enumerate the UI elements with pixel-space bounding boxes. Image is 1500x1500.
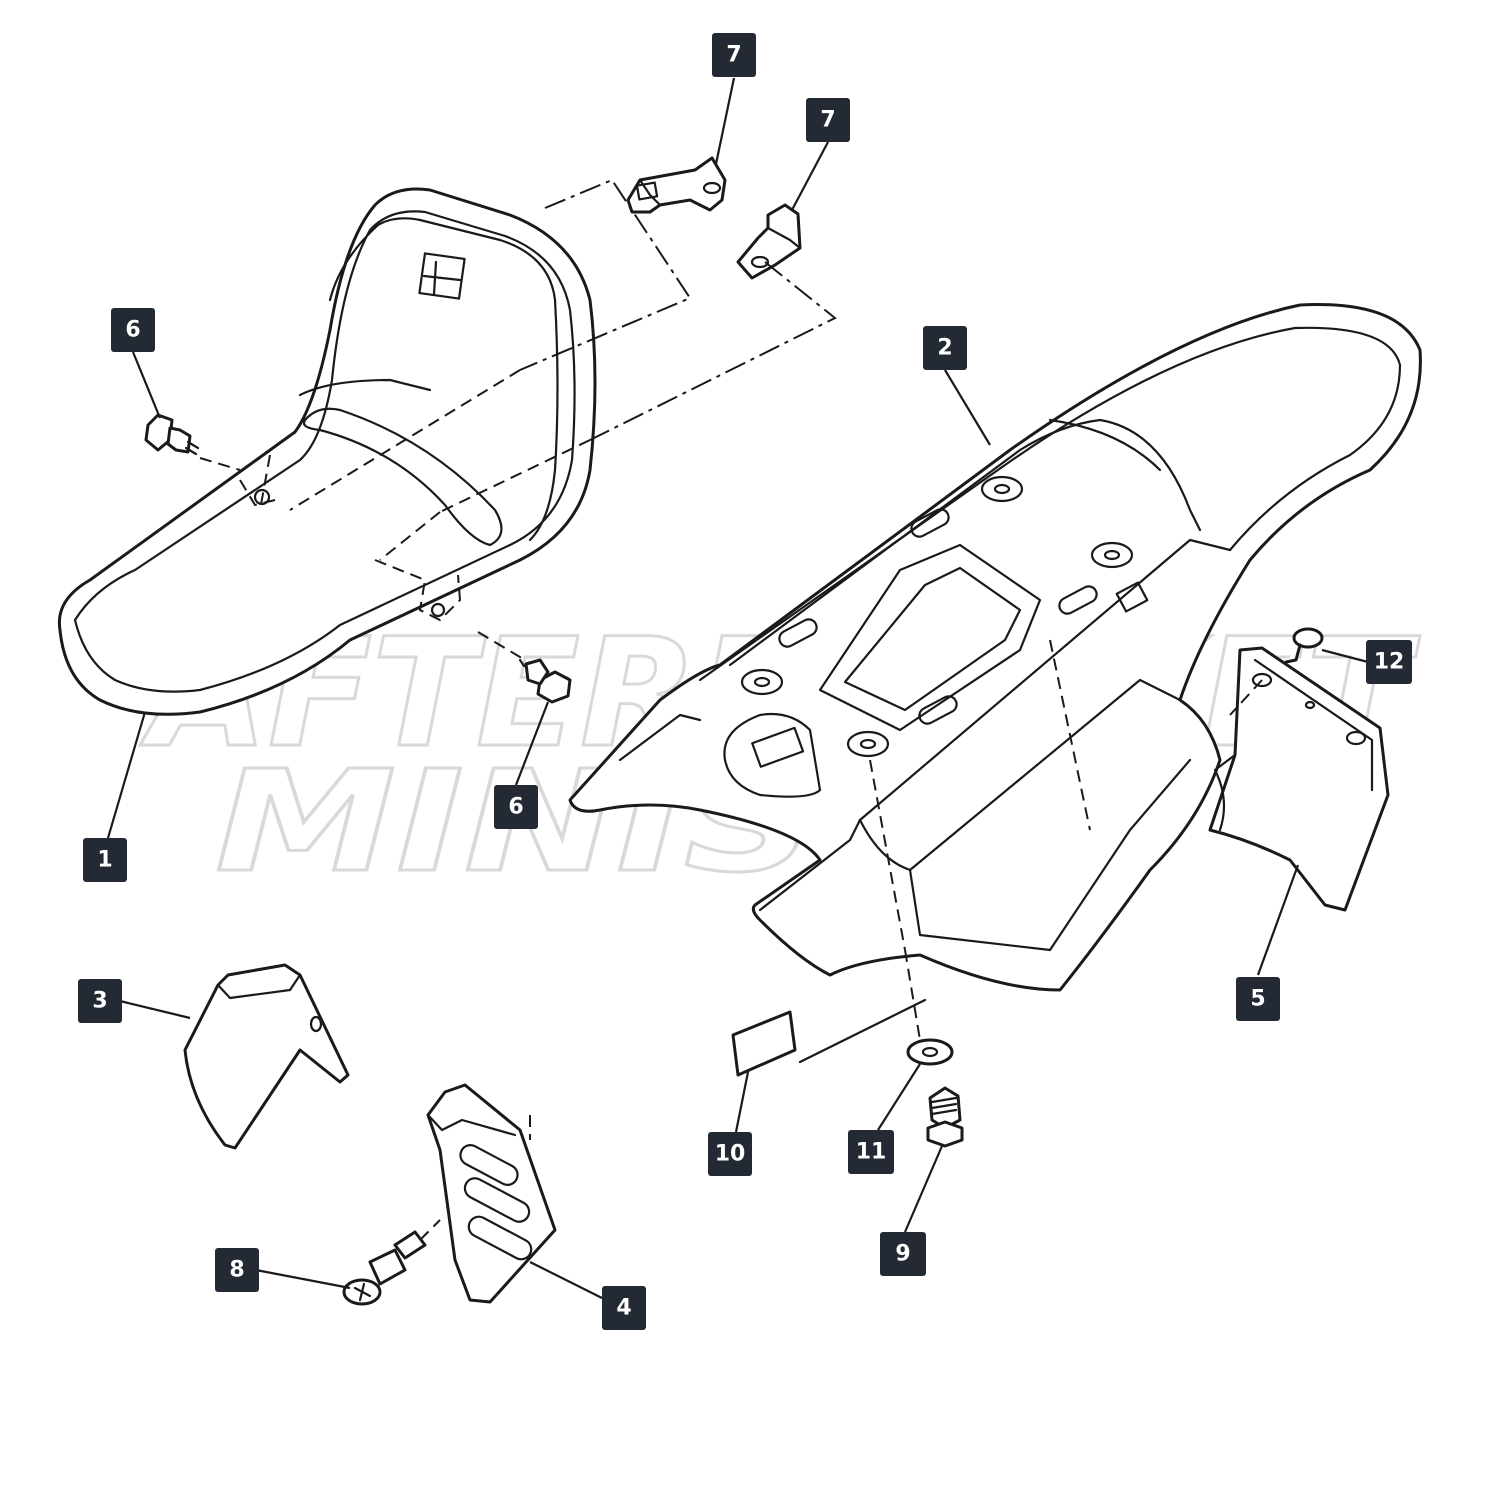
rear-fender-part <box>568 303 1422 1041</box>
callout-box <box>215 1248 259 1292</box>
seat-part <box>57 187 597 716</box>
callout-box <box>923 326 967 370</box>
callout-10: 11 <box>848 1130 894 1174</box>
flat-washer-part <box>906 1038 954 1066</box>
callout-box <box>806 98 850 142</box>
callout-5: 5 <box>1236 977 1280 1021</box>
callout-6b: 6 <box>494 785 538 829</box>
callout-box <box>708 1132 752 1176</box>
callout-7a: 7 <box>712 33 756 77</box>
callout-6a: 6 <box>111 308 155 352</box>
callout-box <box>848 1130 894 1174</box>
callout-box <box>1236 977 1280 1021</box>
callout-number: 12 <box>1374 650 1405 675</box>
callout-number: 6 <box>125 318 140 343</box>
callout-number: 1 <box>97 848 112 873</box>
license-plate-bracket-part <box>1208 646 1390 912</box>
callout-box <box>602 1286 646 1330</box>
callout-2: 2 <box>923 326 967 370</box>
callout-box <box>712 33 756 77</box>
callout-number: 5 <box>1250 987 1265 1012</box>
callout-8: 8 <box>215 1248 259 1292</box>
louvered-side-cover-part <box>426 1083 557 1304</box>
rubber-pad-part <box>731 998 927 1077</box>
callout-4: 4 <box>602 1286 646 1330</box>
side-cover-plate-part <box>183 963 350 1150</box>
screw-washer-part <box>342 1219 441 1306</box>
callout-number: 4 <box>616 1296 631 1321</box>
hinge-bracket-right-part <box>736 203 802 280</box>
callout-box <box>83 838 127 882</box>
callout-number: 7 <box>726 43 741 68</box>
hinge-bracket-left-part <box>626 156 727 214</box>
seat-bolt-left-part <box>144 413 200 456</box>
leader-lines <box>106 77 1369 1299</box>
callout-number: 6 <box>508 795 523 820</box>
callout-number: 2 <box>937 336 952 361</box>
callout-1: 1 <box>83 838 127 882</box>
callout-7b: 7 <box>806 98 850 142</box>
callout-box <box>1366 640 1412 684</box>
callout-number: 8 <box>229 1258 244 1283</box>
callout-box <box>880 1232 926 1276</box>
callout-number: 11 <box>856 1140 887 1165</box>
callout-number: 9 <box>895 1242 910 1267</box>
callout-box <box>111 308 155 352</box>
callout-number: 10 <box>715 1142 746 1167</box>
callout-number: 3 <box>92 989 107 1014</box>
callout-11: 9 <box>880 1232 926 1276</box>
tapping-screw-part <box>1284 627 1324 664</box>
callout-12: 12 <box>1366 640 1412 684</box>
assembly-lines <box>199 178 837 661</box>
hex-bolt-part <box>926 1086 964 1148</box>
callout-3: 3 <box>78 979 122 1023</box>
callout-box <box>494 785 538 829</box>
callout-box <box>78 979 122 1023</box>
callout-9: 10 <box>708 1132 752 1176</box>
callout-number: 7 <box>820 108 835 133</box>
seat-bolt-front-part <box>518 658 572 704</box>
